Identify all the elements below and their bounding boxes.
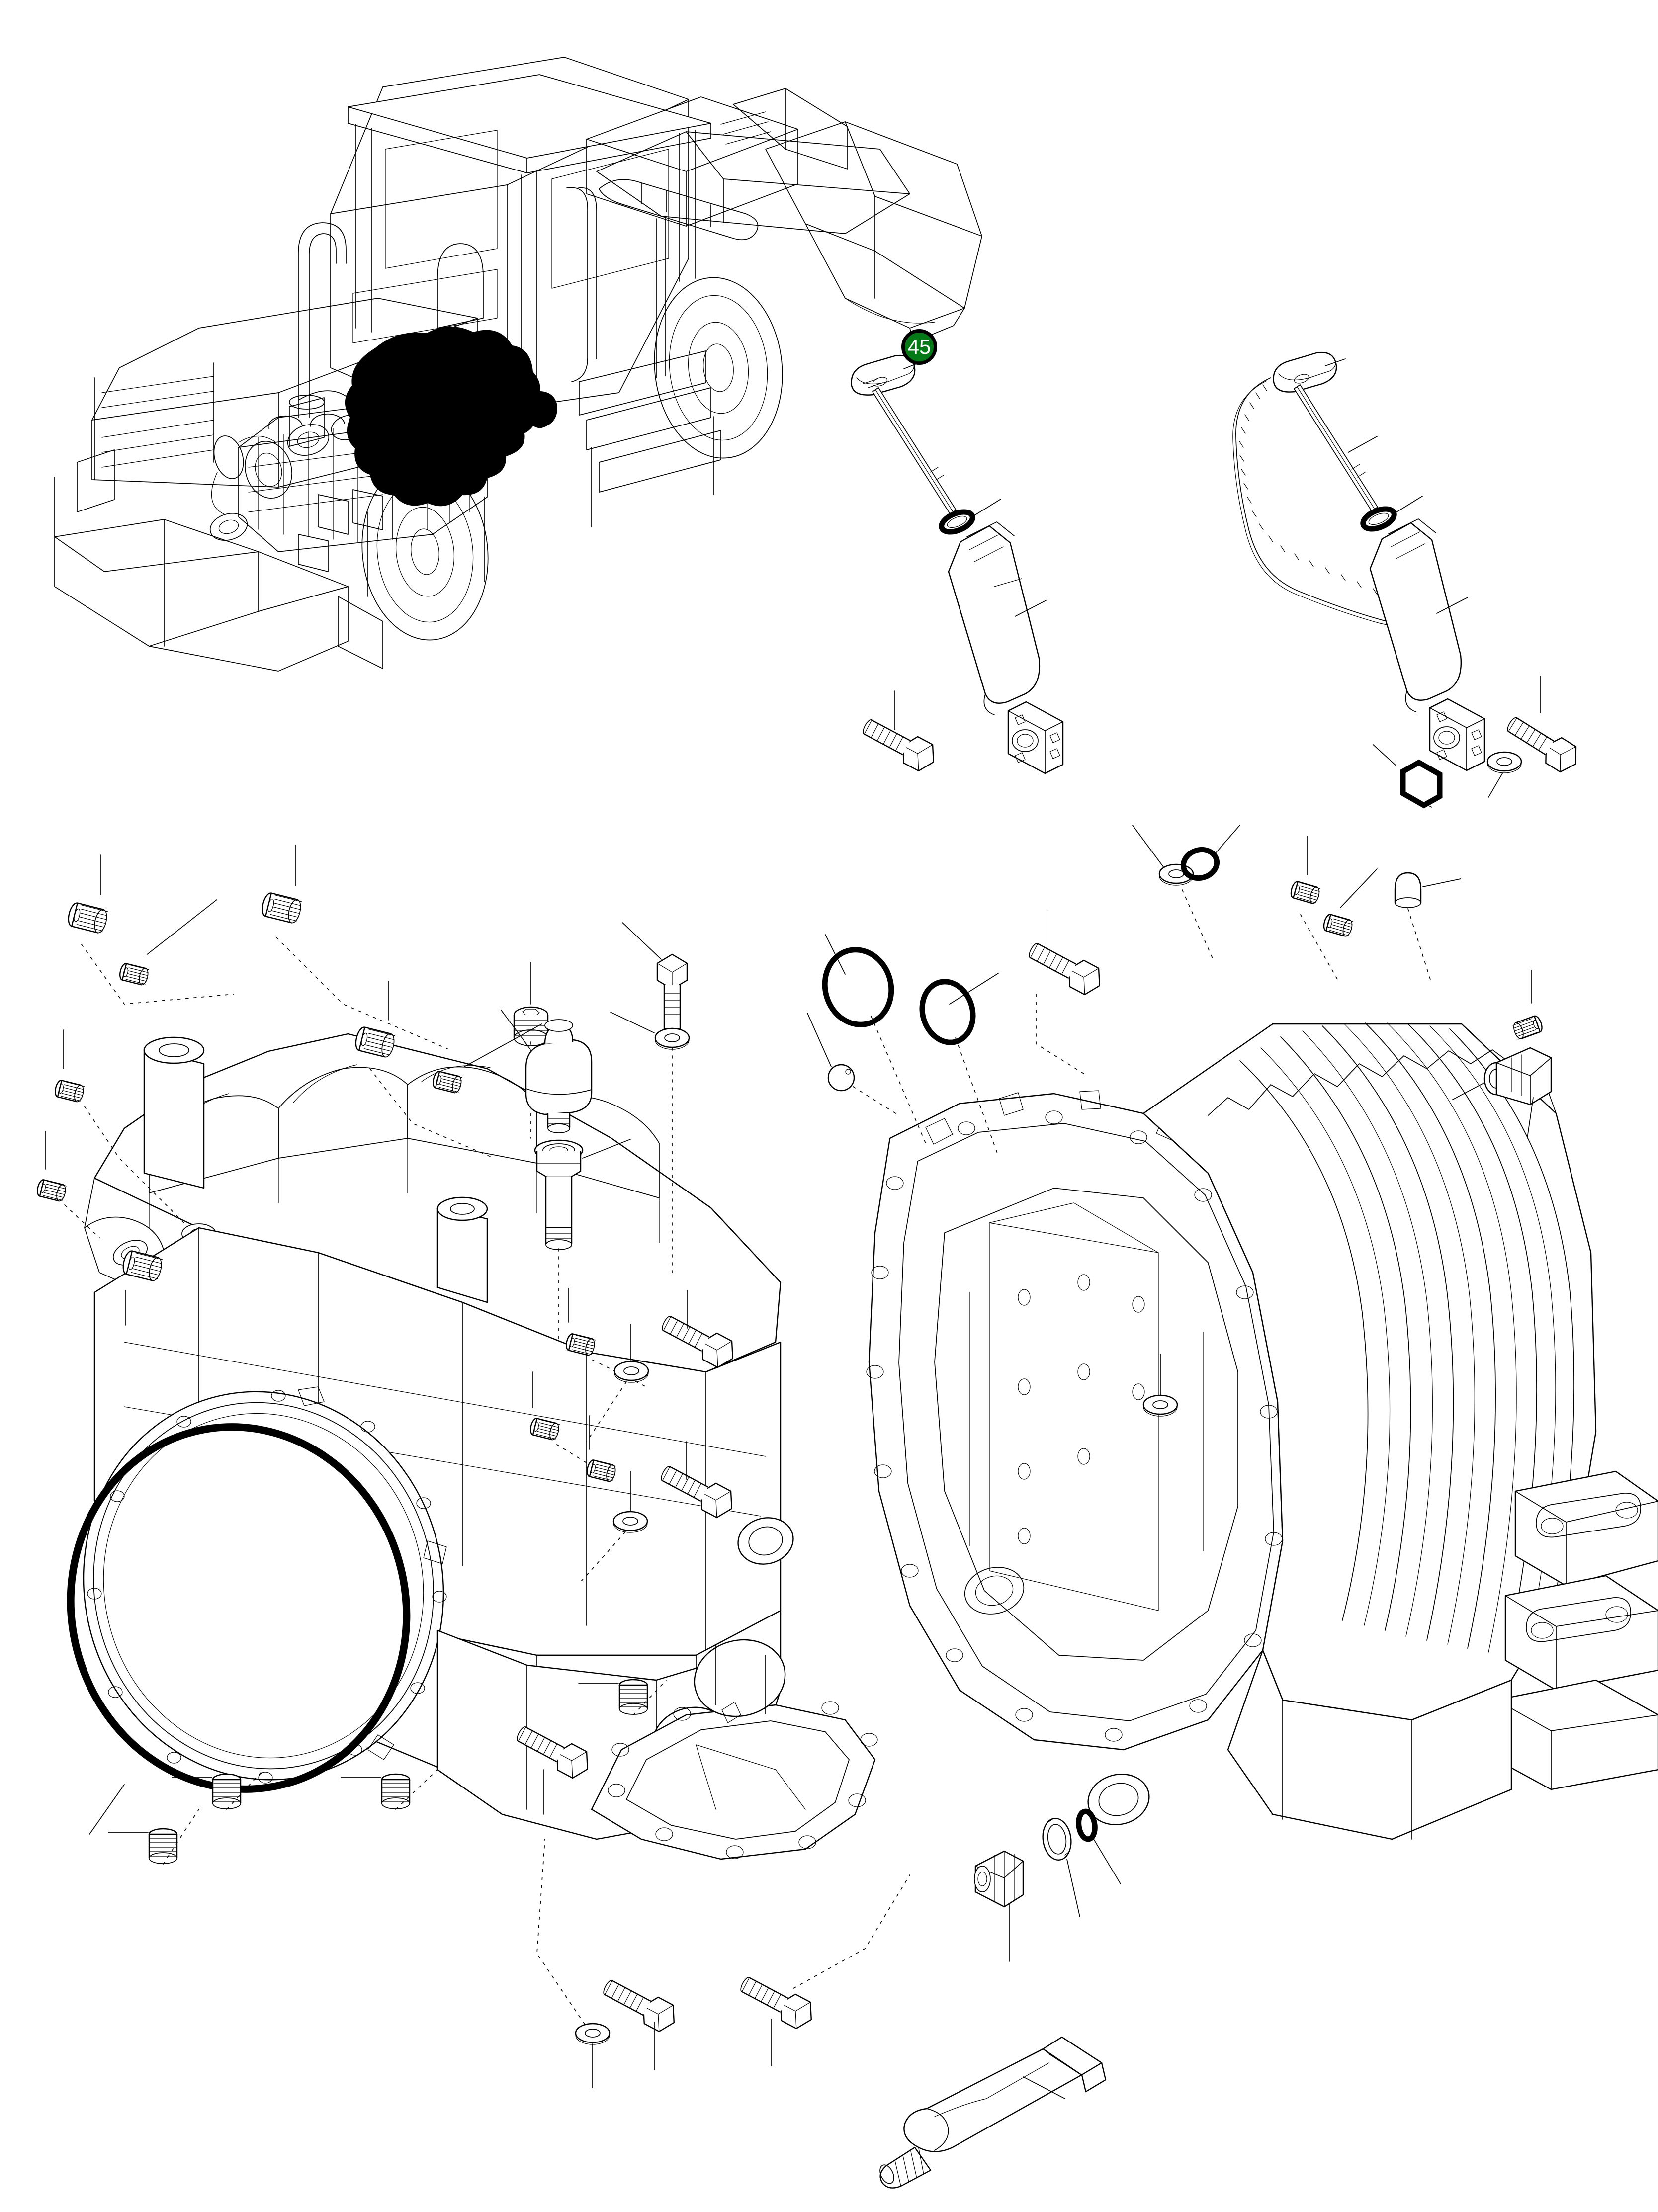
case-front-flange (866, 1090, 1284, 1751)
dipstick-cap-right (1273, 351, 1337, 393)
dipstick-cap-left (851, 354, 916, 396)
mounting-pads (1495, 1470, 1658, 1790)
o-ring-dipstick-left (939, 509, 975, 535)
exploded-fasteners (35, 690, 1552, 2088)
filler-tube-right (1369, 518, 1462, 712)
case-o-ring-large (822, 947, 894, 1027)
sealant-tube (879, 2036, 1107, 2189)
transmission-location-highlight (345, 326, 540, 507)
breather-adapter (534, 1139, 584, 1250)
front-wheel (654, 277, 783, 459)
case-o-ring-small (919, 979, 976, 1045)
plug-bl-2 (212, 1773, 242, 1810)
drain-o-ring (1076, 1808, 1098, 1842)
drain-plug (974, 1850, 1024, 1908)
converter-housing (67, 1033, 878, 1860)
tube-flange-right (1429, 698, 1485, 771)
filler-tube-left (948, 521, 1041, 715)
breather-valve (525, 1019, 593, 1133)
case-o-ring-tr (1180, 847, 1220, 881)
plug-bl-4 (618, 1679, 648, 1715)
dipstick-rod-left (872, 387, 957, 514)
callout-badge-45[interactable]: 45 (901, 329, 937, 365)
tube-flange-left (1007, 701, 1064, 774)
flange-gasket-right (1400, 759, 1443, 809)
drain-washer (1042, 1818, 1072, 1861)
machine-location-illustration (54, 57, 982, 672)
elbow-fitting (1483, 1047, 1552, 1106)
plug-bl-3 (381, 1773, 411, 1810)
dipstick-assembly-right (1232, 351, 1584, 809)
housing-gasket-ring (67, 1423, 411, 1793)
socket-plug-ur (513, 1006, 549, 1047)
dipstick-assembly-left (851, 354, 1064, 774)
plug-bl-1 (148, 1828, 178, 1865)
o-ring-dipstick-right (1360, 506, 1397, 532)
dome-plug-tr (1394, 872, 1422, 908)
transmission-case-ribbed (866, 1022, 1658, 1840)
ball-plug (827, 1064, 855, 1092)
